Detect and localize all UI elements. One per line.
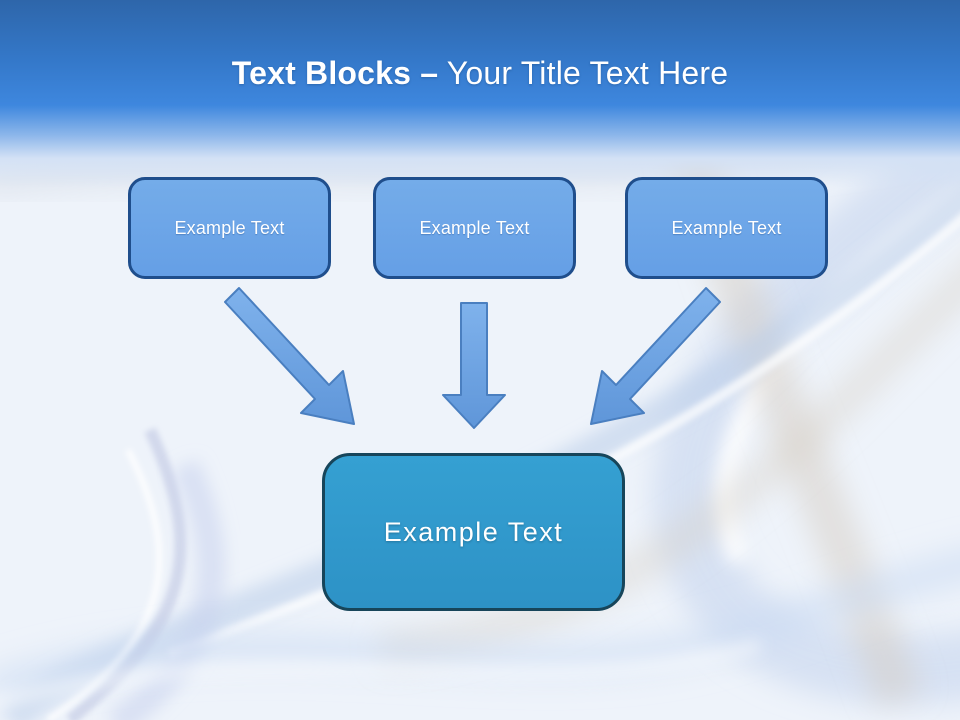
target-text-block: Example Text: [322, 453, 625, 611]
slide-header-band: Text Blocks – Your Title Text Here: [0, 0, 960, 190]
text-block-1: Example Text: [128, 177, 331, 279]
text-block-2: Example Text: [373, 177, 576, 279]
slide-title-regular-part: Your Title Text Here: [446, 55, 729, 91]
text-block-2-label: Example Text: [419, 217, 530, 238]
text-block-3: Example Text: [625, 177, 828, 279]
text-block-1-label: Example Text: [174, 217, 285, 238]
arrow-down-left-icon: [590, 287, 721, 425]
slide-title-bold-part: Text Blocks –: [231, 55, 439, 91]
arrow-down-right-icon: [224, 287, 355, 425]
slide-title: Text Blocks – Your Title Text Here: [0, 52, 960, 94]
text-block-3-label: Example Text: [671, 217, 782, 238]
arrow-down-icon: [442, 302, 506, 429]
target-text-block-label: Example Text: [383, 516, 564, 547]
